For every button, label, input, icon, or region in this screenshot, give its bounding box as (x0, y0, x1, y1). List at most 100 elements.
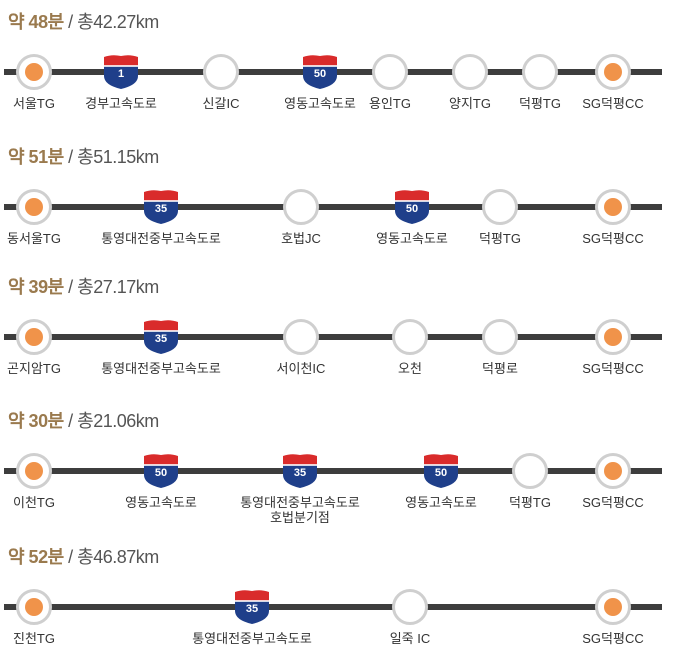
highway-shield-icon: 35 (233, 589, 271, 625)
endpoint-marker-icon (595, 589, 631, 625)
waypoint-marker-icon (452, 54, 488, 90)
endpoint-dot (25, 198, 43, 216)
highway-number: 1 (117, 68, 125, 80)
highway-shield-icon: 35 (142, 189, 180, 225)
stop-label-line: SG덕평CC (582, 361, 644, 376)
highway-number: 35 (245, 603, 259, 615)
endpoint-marker-icon (16, 453, 52, 489)
route-duration: 약 51분 (8, 147, 64, 167)
stop-label-line: 덕평로 (482, 361, 518, 376)
waypoint-marker-icon (482, 319, 518, 355)
stop-label: 호법JC (211, 231, 391, 246)
waypoint-marker-icon (392, 589, 428, 625)
waypoint-marker-icon (283, 319, 319, 355)
endpoint-marker-icon (16, 54, 52, 90)
route-title: 약 52분 / 총46.87km (8, 543, 159, 569)
stop-label-line: 통영대전중부고속도로 (101, 231, 221, 246)
stop-label: 통영대전중부고속도로 (162, 631, 342, 646)
route-track-line (4, 204, 662, 210)
route-distance: / 총46.87km (63, 547, 159, 567)
stop-label-line: 일죽 IC (389, 631, 431, 646)
stop-label: 영동고속도로 (230, 96, 410, 111)
route-distance: / 총42.27km (63, 12, 159, 32)
stop-label: 용인TG (300, 96, 480, 111)
stop-label: 덕평TG (440, 495, 620, 510)
highway-number: 35 (154, 333, 168, 345)
stop-label: SG덕평CC (523, 231, 676, 246)
endpoint-marker-icon (595, 453, 631, 489)
highway-number: 50 (434, 467, 448, 479)
stop-label: 이천TG (0, 495, 124, 510)
stop-label: 동서울TG (0, 231, 124, 246)
stop-label-line: 호법JC (281, 231, 321, 246)
endpoint-dot (604, 198, 622, 216)
waypoint-marker-icon (372, 54, 408, 90)
stop-label-line: 통영대전중부고속도로 (240, 495, 360, 510)
route-distance: / 총21.06km (63, 411, 159, 431)
stop-label-line: 통영대전중부고속도로 (101, 361, 221, 376)
stop-label-line: SG덕평CC (582, 96, 644, 111)
stop-label-line: 영동고속도로 (284, 96, 356, 111)
stop-label: 덕평TG (450, 96, 630, 111)
highway-number: 50 (405, 203, 419, 215)
stop-label-line: 용인TG (369, 96, 411, 111)
route-track-line (4, 604, 662, 610)
endpoint-marker-icon (16, 589, 52, 625)
highway-shield-icon: 50 (301, 54, 339, 90)
stop-label: 진천TG (0, 631, 124, 646)
highway-shield-icon: 35 (281, 453, 319, 489)
route-duration: 약 48분 (8, 12, 64, 32)
endpoint-dot (25, 598, 43, 616)
highway-shield-icon: 35 (142, 319, 180, 355)
stop-label-line: 영동고속도로 (376, 231, 448, 246)
stop-label: 서울TG (0, 96, 124, 111)
stop-label-line: SG덕평CC (582, 231, 644, 246)
stop-label: 서이천IC (211, 361, 391, 376)
stop-label: SG덕평CC (523, 495, 676, 510)
route-duration: 약 30분 (8, 411, 64, 431)
route-title: 약 51분 / 총51.15km (8, 143, 159, 169)
stop-label-line: 덕평TG (479, 231, 521, 246)
endpoint-dot (604, 328, 622, 346)
stop-label-line: 곤지암TG (7, 361, 61, 376)
highway-shield-icon: 50 (422, 453, 460, 489)
highway-number: 35 (293, 467, 307, 479)
highway-shield-icon: 50 (393, 189, 431, 225)
stop-label-line: 진천TG (13, 631, 55, 646)
stop-label: 덕평TG (410, 231, 590, 246)
stop-label-line: 서울TG (13, 96, 55, 111)
route-block: 약 30분 / 총21.06km 이천TG 50 영동고속도로 35 통영대전중부고속도로… (0, 407, 676, 527)
stop-label: 양지TG (380, 96, 560, 111)
stop-label: 영동고속도로 (71, 495, 251, 510)
stop-label-line: 통영대전중부고속도로 (192, 631, 312, 646)
highway-number: 35 (154, 203, 168, 215)
waypoint-marker-icon (283, 189, 319, 225)
route-duration: 약 52분 (8, 547, 64, 567)
route-distance: / 총27.17km (63, 277, 159, 297)
endpoint-dot (25, 462, 43, 480)
stop-label: 통영대전중부고속도로 (71, 231, 251, 246)
endpoint-dot (604, 63, 622, 81)
route-distance: / 총51.15km (63, 147, 159, 167)
stop-label: 신갈IC (131, 96, 311, 111)
highway-shield-icon: 50 (142, 453, 180, 489)
stop-label: 곤지암TG (0, 361, 124, 376)
stop-label: 영동고속도로 (322, 231, 502, 246)
stop-label-line: 서이천IC (276, 361, 326, 376)
highway-number: 50 (154, 467, 168, 479)
route-duration: 약 39분 (8, 277, 64, 297)
waypoint-marker-icon (203, 54, 239, 90)
highway-shield-icon: 1 (102, 54, 140, 90)
endpoint-dot (25, 328, 43, 346)
stop-label: SG덕평CC (523, 96, 676, 111)
route-block: 약 51분 / 총51.15km 동서울TG 35 통영대전중부고속도로 호법JC 50 영… (0, 143, 676, 263)
stop-label-line: 이천TG (13, 495, 55, 510)
stop-label-line: 영동고속도로 (125, 495, 197, 510)
endpoint-dot (604, 462, 622, 480)
stop-label: 통영대전중부고속도로 (71, 361, 251, 376)
stop-label-line: 덕평TG (519, 96, 561, 111)
endpoint-marker-icon (595, 54, 631, 90)
